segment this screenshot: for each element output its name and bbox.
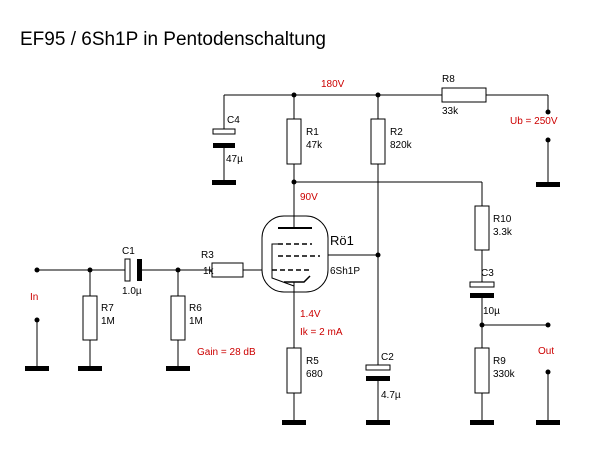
c1-value: 1.0µ	[122, 286, 142, 297]
r3-label: R3	[201, 250, 214, 261]
ground-icon	[78, 366, 102, 371]
r6-label: R6	[189, 303, 202, 314]
capacitor-c4	[212, 128, 236, 148]
ground-icon	[25, 366, 49, 371]
c4-label: C4	[227, 115, 240, 126]
tube-label: Rö1	[330, 233, 354, 248]
c2-label: C2	[381, 352, 394, 363]
resistor-r9	[474, 347, 490, 394]
r10-value: 3.3k	[493, 227, 513, 238]
output-label: Out	[538, 346, 554, 357]
ground-icon	[166, 366, 190, 371]
r6-value: 1M	[189, 316, 203, 327]
ground-icon	[366, 420, 390, 425]
resistor-r10	[474, 205, 490, 251]
c4-value: 47µ	[226, 154, 243, 165]
voltage-cathode: 1.4V	[300, 309, 321, 320]
r1-value: 47k	[306, 140, 323, 151]
ground-symbols	[25, 180, 560, 425]
resistor-r7	[82, 295, 98, 341]
c2-value: 4.7µ	[381, 390, 401, 401]
r2-value: 820k	[390, 140, 413, 151]
c3-label: C3	[481, 268, 494, 279]
resistor-r6	[170, 295, 186, 341]
cathode-current: Ik = 2 mA	[300, 327, 343, 338]
r7-label: R7	[101, 303, 114, 314]
resistor-r2	[370, 118, 386, 165]
r5-value: 680	[306, 369, 323, 380]
ground-icon	[212, 180, 236, 185]
voltage-180v: 180V	[321, 79, 345, 90]
r10-label: R10	[493, 214, 512, 225]
r5-label: R5	[306, 356, 319, 367]
c1-label: C1	[122, 246, 135, 257]
r3-value: 1k	[203, 266, 215, 277]
resistor-r8	[441, 87, 487, 103]
resistor-r5	[286, 347, 302, 394]
r7-value: 1M	[101, 316, 115, 327]
input-terminal	[34, 267, 40, 273]
r2-label: R2	[390, 127, 403, 138]
r8-label: R8	[442, 74, 455, 85]
ground-icon	[470, 420, 494, 425]
diagram-title: EF95 / 6Sh1P in Pentodenschaltung	[20, 29, 326, 50]
r1-label: R1	[306, 127, 319, 138]
capacitor-c1	[124, 258, 142, 282]
resistor-r3	[211, 262, 244, 278]
ground-icon	[536, 182, 560, 187]
terminals	[34, 109, 551, 375]
voltage-anode: 90V	[300, 192, 318, 203]
ground-icon	[282, 420, 306, 425]
capacitor-c2	[365, 364, 391, 381]
wires	[36, 94, 549, 420]
output-terminal	[545, 322, 551, 328]
pentode-tube	[261, 215, 329, 293]
supply-voltage: Ub = 250V	[510, 116, 558, 127]
capacitor-c3	[469, 281, 495, 298]
ground-icon	[536, 420, 560, 425]
resistor-r1	[286, 118, 302, 165]
r9-label: R9	[493, 356, 506, 367]
tube-type: 6Sh1P	[330, 266, 360, 277]
c3-value: 10µ	[483, 306, 500, 317]
supply-terminal	[545, 109, 551, 115]
input-label: In	[30, 292, 38, 303]
gain-note: Gain = 28 dB	[197, 347, 256, 358]
r9-value: 330k	[493, 369, 516, 380]
r8-value: 33k	[442, 106, 459, 117]
